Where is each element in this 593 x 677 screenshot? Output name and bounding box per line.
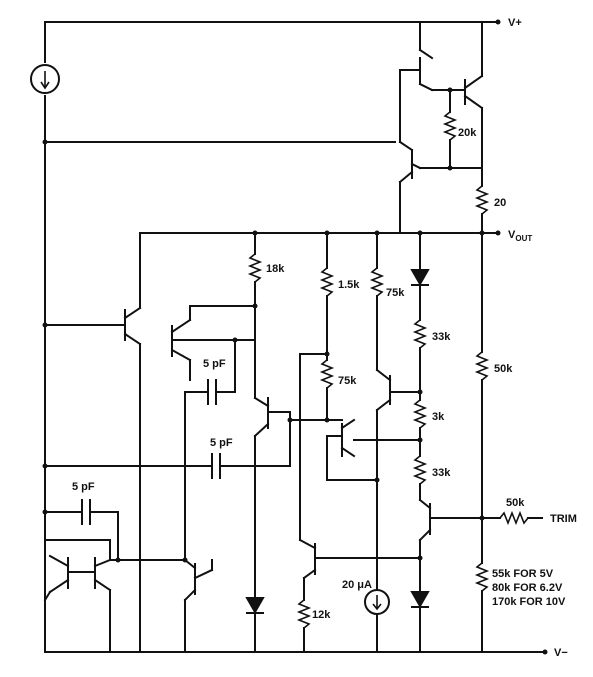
vplus-label: V+ [508,17,522,29]
note-line-3: 170k FOR 10V [492,596,566,608]
trim-label: TRIM [550,513,577,525]
left-bus [42,21,396,653]
r-3k-label: 3k [432,411,445,423]
r-18k-label: 18k [266,263,285,275]
vout-label: VOUT [508,229,532,243]
gain-column [289,230,421,541]
divider-column [439,232,543,653]
cap-c3 [42,499,119,561]
bottom-sink-transistor [296,538,331,653]
r-20-label: 20 [494,197,506,209]
reference-string [329,230,441,653]
r-33k-b-label: 33k [432,467,451,479]
vminus-rail [44,649,548,655]
note-line-1: 55k FOR 5V [492,568,554,580]
vplus-rail [44,19,501,25]
r-50k-label: 50k [494,363,513,375]
i-20ua-label: 20 μA [342,579,372,591]
r-75k-b-label: 75k [338,375,357,387]
r-75k-a-label: 75k [386,287,405,299]
note-line-2: 80k FOR 6.2V [492,582,563,594]
vout-rail [139,230,501,236]
input-transistors [42,232,192,653]
cap-c2 [42,453,291,479]
r-20k-label: 20k [458,127,477,139]
r-1-5k-label: 1.5k [338,279,360,291]
input-column [189,230,293,653]
cap-c2-label: 5 pF [210,437,233,449]
r-33k-a-label: 33k [432,331,451,343]
cap-c3-label: 5 pF [72,481,95,493]
r-12k-label: 12k [312,609,331,621]
current-source-top [30,64,60,94]
cap-c1-label: 5 pF [203,358,226,370]
current-mirror [43,539,214,653]
r-50k-trim-label: 50k [506,497,525,509]
vminus-label: V− [554,647,568,659]
output-stage [398,21,490,236]
cap-c1 [171,337,256,561]
